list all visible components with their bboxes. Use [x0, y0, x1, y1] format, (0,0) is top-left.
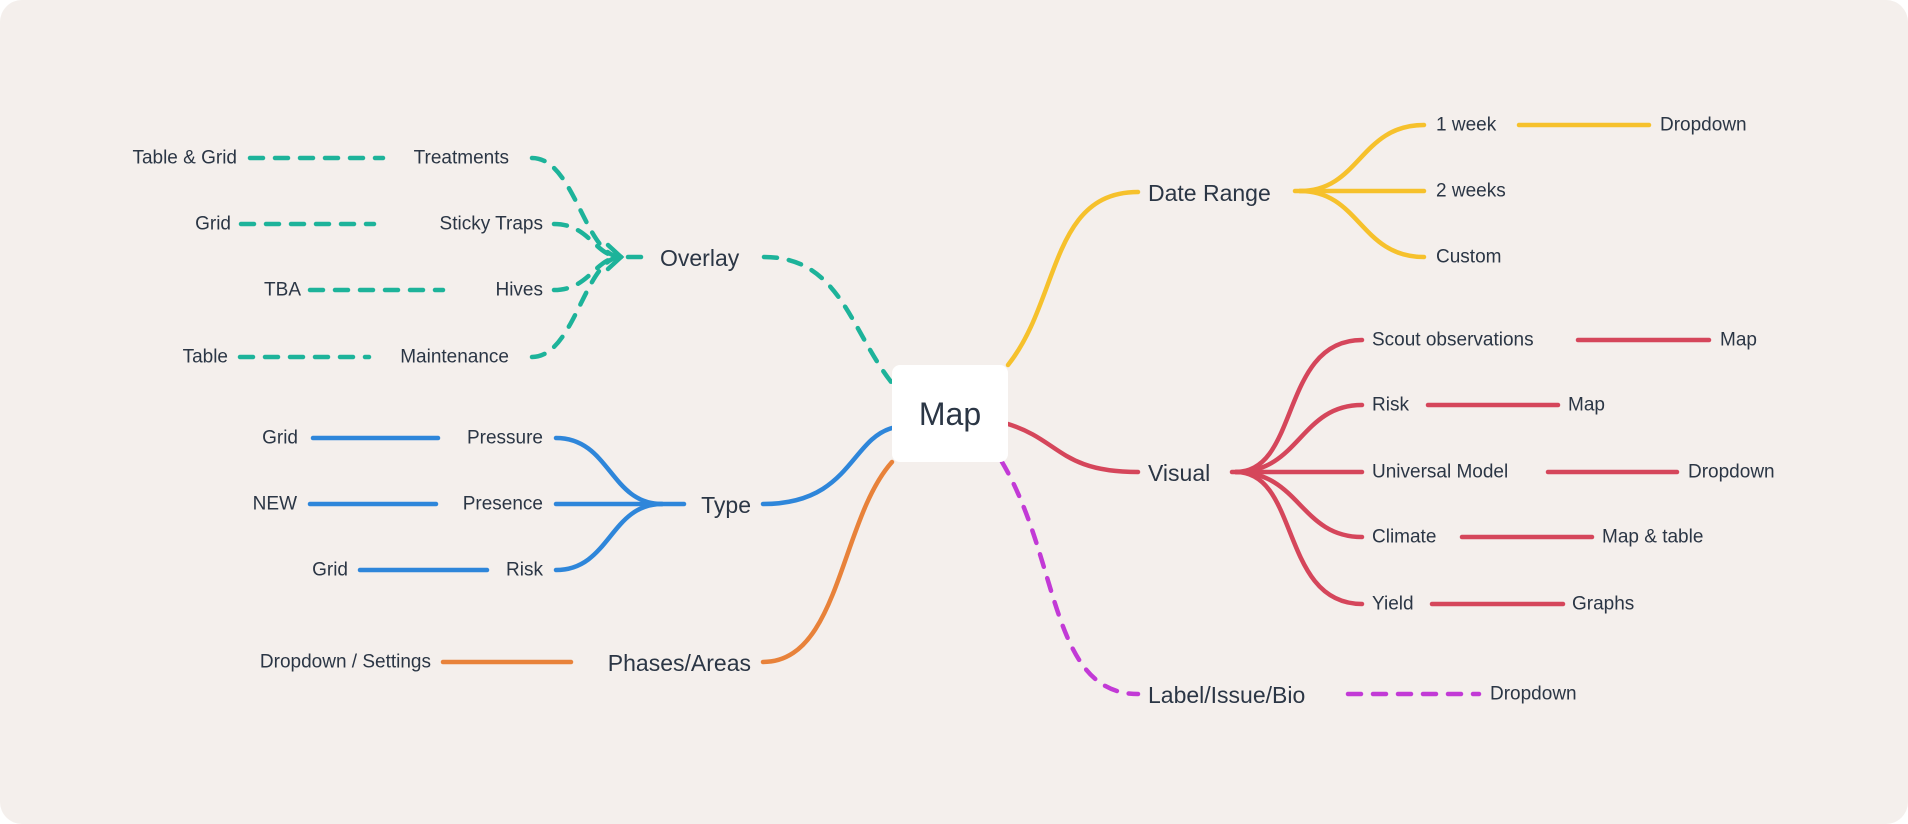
visual-branch	[1005, 337, 1712, 607]
node-yield-detail[interactable]: Graphs	[1572, 594, 1634, 615]
node-visual[interactable]: Visual	[1148, 460, 1210, 486]
node-label-issue-bio[interactable]: Label/Issue/Bio	[1148, 682, 1305, 708]
treatments-connector	[529, 155, 624, 260]
overlay-arrow-icon	[605, 242, 625, 272]
node-custom[interactable]: Custom	[1436, 247, 1501, 268]
node-treatments-detail[interactable]: Table & Grid	[132, 148, 237, 169]
node-maintenance[interactable]: Maintenance	[400, 347, 509, 368]
node-treatments[interactable]: Treatments	[414, 148, 509, 169]
node-type-risk[interactable]: Risk	[506, 560, 543, 581]
type-to-root-connector	[760, 425, 895, 507]
node-one-week[interactable]: 1 week	[1436, 115, 1497, 136]
node-pressure-detail[interactable]: Grid	[262, 428, 298, 449]
root-node[interactable]: Map	[892, 365, 1008, 462]
node-one-week-detail[interactable]: Dropdown	[1660, 115, 1747, 136]
overlay-branch	[237, 155, 895, 386]
node-type[interactable]: Type	[701, 492, 751, 518]
node-scout-observations[interactable]: Scout observations	[1372, 330, 1534, 351]
node-visual-risk-detail[interactable]: Map	[1568, 395, 1605, 416]
scout-connector	[1233, 337, 1365, 475]
maintenance-connector	[529, 254, 624, 360]
hives-connector	[551, 254, 624, 293]
climate-connector	[1233, 469, 1365, 540]
node-pressure[interactable]: Pressure	[467, 428, 543, 449]
label-branch	[999, 459, 1482, 697]
node-hives[interactable]: Hives	[495, 280, 543, 301]
node-climate[interactable]: Climate	[1372, 527, 1436, 548]
visual-to-root-connector	[1005, 421, 1141, 475]
node-phases-detail[interactable]: Dropdown / Settings	[260, 652, 431, 673]
yield-connector	[1233, 469, 1365, 607]
pressure-connector	[553, 435, 665, 507]
node-presence[interactable]: Presence	[463, 494, 543, 515]
node-scout-detail[interactable]: Map	[1720, 330, 1757, 351]
date-range-branch	[1005, 122, 1652, 368]
sticky-traps-connector	[551, 221, 624, 260]
visual-risk-connector	[1233, 402, 1365, 475]
node-presence-detail[interactable]: NEW	[253, 494, 297, 515]
risk-connector	[553, 501, 665, 573]
node-climate-detail[interactable]: Map & table	[1602, 527, 1703, 548]
node-type-risk-detail[interactable]: Grid	[312, 560, 348, 581]
one-week-connector	[1297, 122, 1427, 194]
label-to-root-connector	[999, 459, 1141, 697]
overlay-to-root-connector	[761, 254, 895, 386]
node-two-weeks[interactable]: 2 weeks	[1436, 181, 1506, 202]
node-label-detail[interactable]: Dropdown	[1490, 684, 1577, 705]
node-sticky-traps-detail[interactable]: Grid	[195, 214, 231, 235]
phases-to-root-connector	[760, 459, 895, 665]
type-branch	[307, 425, 895, 573]
phases-branch	[440, 459, 895, 665]
node-overlay[interactable]: Overlay	[660, 245, 740, 271]
root-node-label[interactable]: Map	[919, 396, 981, 432]
node-universal-model[interactable]: Universal Model	[1372, 462, 1508, 483]
date-range-to-root-connector	[1005, 189, 1141, 368]
node-phases-areas[interactable]: Phases/Areas	[608, 650, 751, 676]
custom-connector	[1297, 188, 1427, 260]
node-yield[interactable]: Yield	[1372, 594, 1414, 615]
node-universal-model-detail[interactable]: Dropdown	[1688, 462, 1775, 483]
node-sticky-traps[interactable]: Sticky Traps	[440, 214, 543, 235]
node-date-range[interactable]: Date Range	[1148, 180, 1271, 206]
root-node-box	[892, 365, 1008, 462]
node-visual-risk[interactable]: Risk	[1372, 395, 1409, 416]
node-maintenance-detail[interactable]: Table	[183, 347, 228, 368]
node-hives-detail[interactable]: TBA	[264, 280, 301, 301]
